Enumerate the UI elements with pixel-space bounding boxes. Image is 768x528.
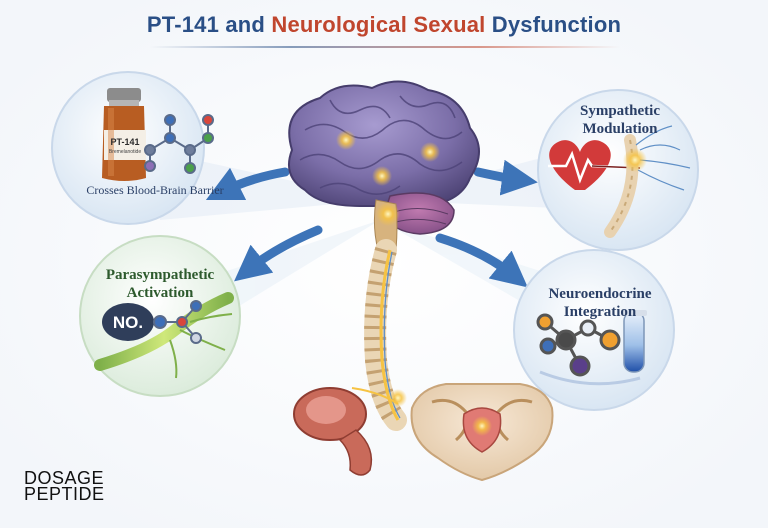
label-parasympathetic-line2: Activation [80,284,240,302]
title-underline [150,46,620,48]
label-sympathetic: Sympathetic Modulation [545,102,695,138]
title-part-1: PT-141 and [147,12,271,37]
title-part-2: Neurological Sexual [271,12,485,37]
label-neuroendocrine-line2: Integration [520,303,680,321]
circle-neuroendocrine [514,250,674,410]
label-crosses-bbb: Crosses Blood-Brain Barrier [60,183,250,198]
no-molecule-label: NO. [103,313,153,333]
label-sympathetic-line1: Sympathetic [545,102,695,120]
label-parasympathetic: Parasympathetic Activation [80,266,240,302]
label-neuroendocrine: Neuroendocrine Integration [520,285,680,321]
label-neuroendocrine-line1: Neuroendocrine [520,285,680,303]
brand-logo: DOSAGE PEPTIDE [24,470,105,502]
vial-label: PT-141 [100,137,150,147]
label-parasympathetic-line1: Parasympathetic [80,266,240,284]
logo-line-2: PEPTIDE [24,486,105,502]
vial-sublabel: Bremelanotide [100,149,150,155]
title-part-3: Dysfunction [485,12,621,37]
page-title: PT-141 and Neurological Sexual Dysfuncti… [0,12,768,38]
label-sympathetic-line2: Modulation [545,120,695,138]
